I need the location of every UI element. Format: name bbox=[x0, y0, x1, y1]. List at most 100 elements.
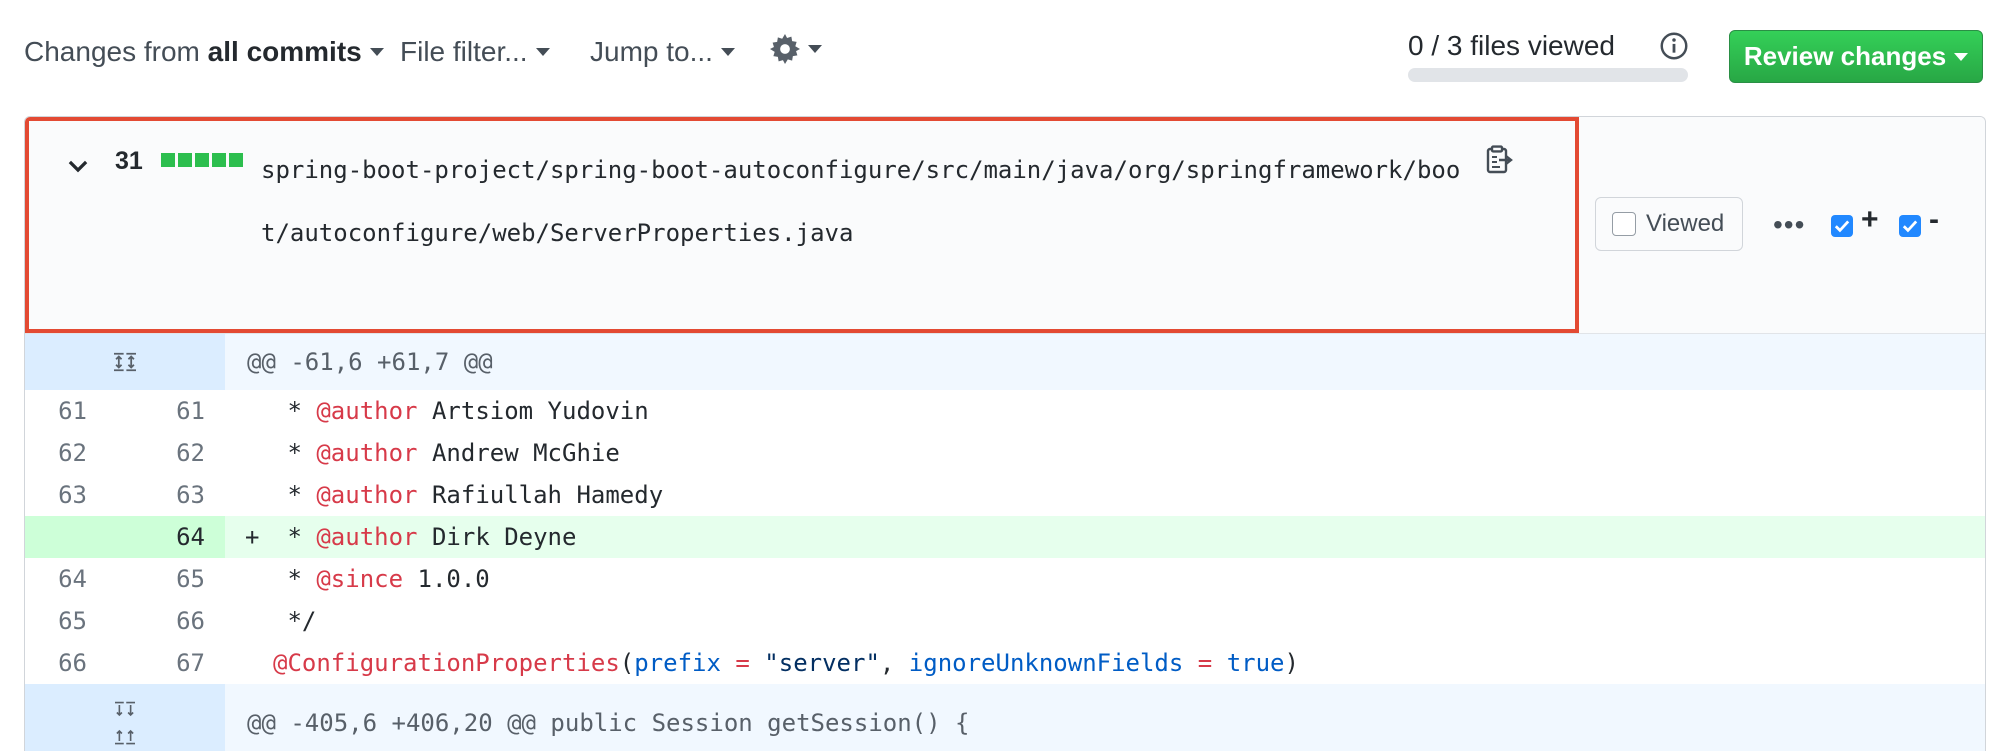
new-line-number[interactable]: 62 bbox=[176, 439, 205, 467]
info-icon[interactable] bbox=[1660, 32, 1688, 65]
diff-line: 64 65 * @since 1.0.0 bbox=[25, 558, 1985, 600]
changes-from-prefix: Changes from bbox=[24, 36, 200, 67]
comment-text-token: Artsiom Yudovin bbox=[417, 397, 649, 425]
paren-token: ) bbox=[1284, 649, 1299, 677]
deletions-toggle-label: - bbox=[1929, 203, 1939, 236]
code-content: * @author Artsiom Yudovin bbox=[273, 390, 649, 432]
diffstat-block bbox=[229, 153, 243, 167]
file-filter-label: File filter... bbox=[400, 36, 528, 67]
javadoc-tag-token: @author bbox=[316, 481, 418, 509]
boolean-token: true bbox=[1226, 649, 1285, 677]
review-changes-label: Review changes bbox=[1743, 41, 1947, 71]
annotation-token: @ConfigurationProperties bbox=[273, 649, 620, 677]
old-line-number[interactable] bbox=[25, 516, 125, 558]
comment-text-token: Andrew McGhie bbox=[417, 439, 620, 467]
unfold-icon bbox=[114, 352, 136, 372]
file-filter-dropdown[interactable]: File filter... bbox=[400, 36, 550, 68]
diff-line: 63 63 * @author Rafiullah Hamedy bbox=[25, 474, 1985, 516]
file-path-link[interactable]: spring-boot-project/spring-boot-autoconf… bbox=[261, 156, 1461, 247]
javadoc-tag-token: @author bbox=[316, 439, 418, 467]
comment-token: * bbox=[273, 565, 317, 593]
new-line-number[interactable]: 64 bbox=[125, 516, 225, 558]
viewed-checkbox[interactable] bbox=[1612, 212, 1636, 236]
code-content: * @since 1.0.0 bbox=[273, 558, 490, 600]
diff-table: @@ -61,6 +61,7 @@ 61 61 * @author Artsiom… bbox=[25, 334, 1985, 751]
comment-text-token: Dirk Deyne bbox=[417, 523, 577, 551]
new-line-number[interactable]: 67 bbox=[176, 649, 205, 677]
diff-line: 62 62 * @author Andrew McGhie bbox=[25, 432, 1985, 474]
hunk-header: @@ -61,6 +61,7 @@ bbox=[25, 334, 1985, 390]
chevron-down-icon bbox=[1954, 52, 1969, 61]
param-token: prefix bbox=[634, 649, 721, 677]
diff-lines: 61 61 * @author Artsiom Yudovin 62 62 * @au… bbox=[25, 390, 1985, 642]
diff-sign bbox=[225, 600, 273, 642]
comment-text-token: Rafiullah Hamedy bbox=[417, 481, 664, 509]
collapse-chevron-icon[interactable] bbox=[65, 153, 91, 184]
chevron-down-icon bbox=[369, 48, 384, 56]
diff-sign bbox=[225, 642, 273, 684]
javadoc-tag-token: @author bbox=[316, 523, 418, 551]
new-line-number[interactable]: 63 bbox=[176, 481, 205, 509]
string-token: "server" bbox=[764, 649, 880, 677]
hunk-header: @@ -405,6 +406,20 @@ public Session getS… bbox=[25, 684, 1985, 751]
hunk-header-text: @@ -405,6 +406,20 @@ public Session getS… bbox=[247, 709, 970, 737]
old-line-number[interactable]: 65 bbox=[58, 607, 87, 635]
diff-line: 65 66 */ bbox=[25, 600, 1985, 642]
additions-count: 31 bbox=[115, 147, 143, 175]
code-content: @ConfigurationProperties(prefix = "serve… bbox=[273, 642, 1299, 684]
old-line-number[interactable]: 64 bbox=[58, 565, 87, 593]
new-line-number[interactable]: 66 bbox=[176, 607, 205, 635]
operator-token: = bbox=[720, 649, 765, 677]
paren-token: ( bbox=[619, 649, 635, 677]
file-header: 31 spring-boot-project/spring-boot-autoc… bbox=[25, 117, 1985, 334]
expand-down-icon bbox=[115, 701, 135, 717]
show-deletions-checkbox[interactable] bbox=[1899, 215, 1921, 237]
chevron-down-icon bbox=[720, 48, 735, 56]
viewed-label: Viewed bbox=[1646, 210, 1725, 237]
more-options-icon[interactable]: ••• bbox=[1773, 209, 1806, 240]
changes-from-dropdown[interactable]: Changes from all commits bbox=[24, 36, 384, 68]
old-line-number[interactable]: 66 bbox=[58, 649, 87, 677]
hunk-header-text: @@ -61,6 +61,7 @@ bbox=[247, 348, 493, 376]
diff-sign: + bbox=[245, 523, 260, 551]
changes-from-value: all commits bbox=[207, 36, 362, 67]
diff-sign bbox=[225, 390, 273, 432]
code-content: */ bbox=[273, 600, 316, 642]
old-line-number[interactable]: 61 bbox=[58, 397, 87, 425]
review-changes-button[interactable]: Review changes bbox=[1729, 30, 1983, 83]
jump-to-dropdown[interactable]: Jump to... bbox=[590, 36, 735, 68]
chevron-down-icon bbox=[535, 48, 550, 56]
new-line-number[interactable]: 65 bbox=[176, 565, 205, 593]
expand-up-button[interactable] bbox=[25, 334, 225, 390]
diff-sign bbox=[225, 474, 273, 516]
diffstat-bar bbox=[161, 153, 243, 167]
diffstat-block bbox=[161, 153, 175, 167]
diffstat-block bbox=[178, 153, 192, 167]
old-line-number[interactable]: 63 bbox=[58, 481, 87, 509]
new-line-number[interactable]: 61 bbox=[176, 397, 205, 425]
code-content: * @author Rafiullah Hamedy bbox=[273, 474, 663, 516]
expand-up-icon bbox=[115, 729, 135, 745]
comment-token: * bbox=[273, 397, 317, 425]
comment-token: * bbox=[273, 523, 317, 551]
file-diff: 31 spring-boot-project/spring-boot-autoc… bbox=[24, 116, 1986, 751]
gear-icon bbox=[770, 34, 800, 64]
comment-token: * bbox=[273, 439, 317, 467]
comment-text-token: 1.0.0 bbox=[403, 565, 490, 593]
viewed-checkbox-button[interactable]: Viewed bbox=[1595, 197, 1743, 251]
additions-toggle-label: + bbox=[1861, 203, 1879, 236]
copy-path-icon[interactable] bbox=[1483, 143, 1515, 180]
code-content: * @author Andrew McGhie bbox=[273, 432, 620, 474]
javadoc-tag-token: @since bbox=[316, 565, 404, 593]
code-content: * @author Dirk Deyne bbox=[273, 516, 576, 558]
show-additions-checkbox[interactable] bbox=[1831, 215, 1853, 237]
expand-both-button[interactable] bbox=[25, 684, 225, 751]
old-line-number[interactable]: 62 bbox=[58, 439, 87, 467]
diff-sign bbox=[225, 432, 273, 474]
diff-toolbar: Changes from all commits File filter... … bbox=[0, 0, 2008, 110]
jump-to-label: Jump to... bbox=[590, 36, 713, 67]
files-viewed-count: 0 / 3 files viewed bbox=[1408, 30, 1615, 61]
comment-token: * bbox=[273, 481, 317, 509]
diff-line-added: 64 + * @author Dirk Deyne bbox=[25, 516, 1985, 558]
diff-settings-dropdown[interactable] bbox=[770, 34, 822, 64]
